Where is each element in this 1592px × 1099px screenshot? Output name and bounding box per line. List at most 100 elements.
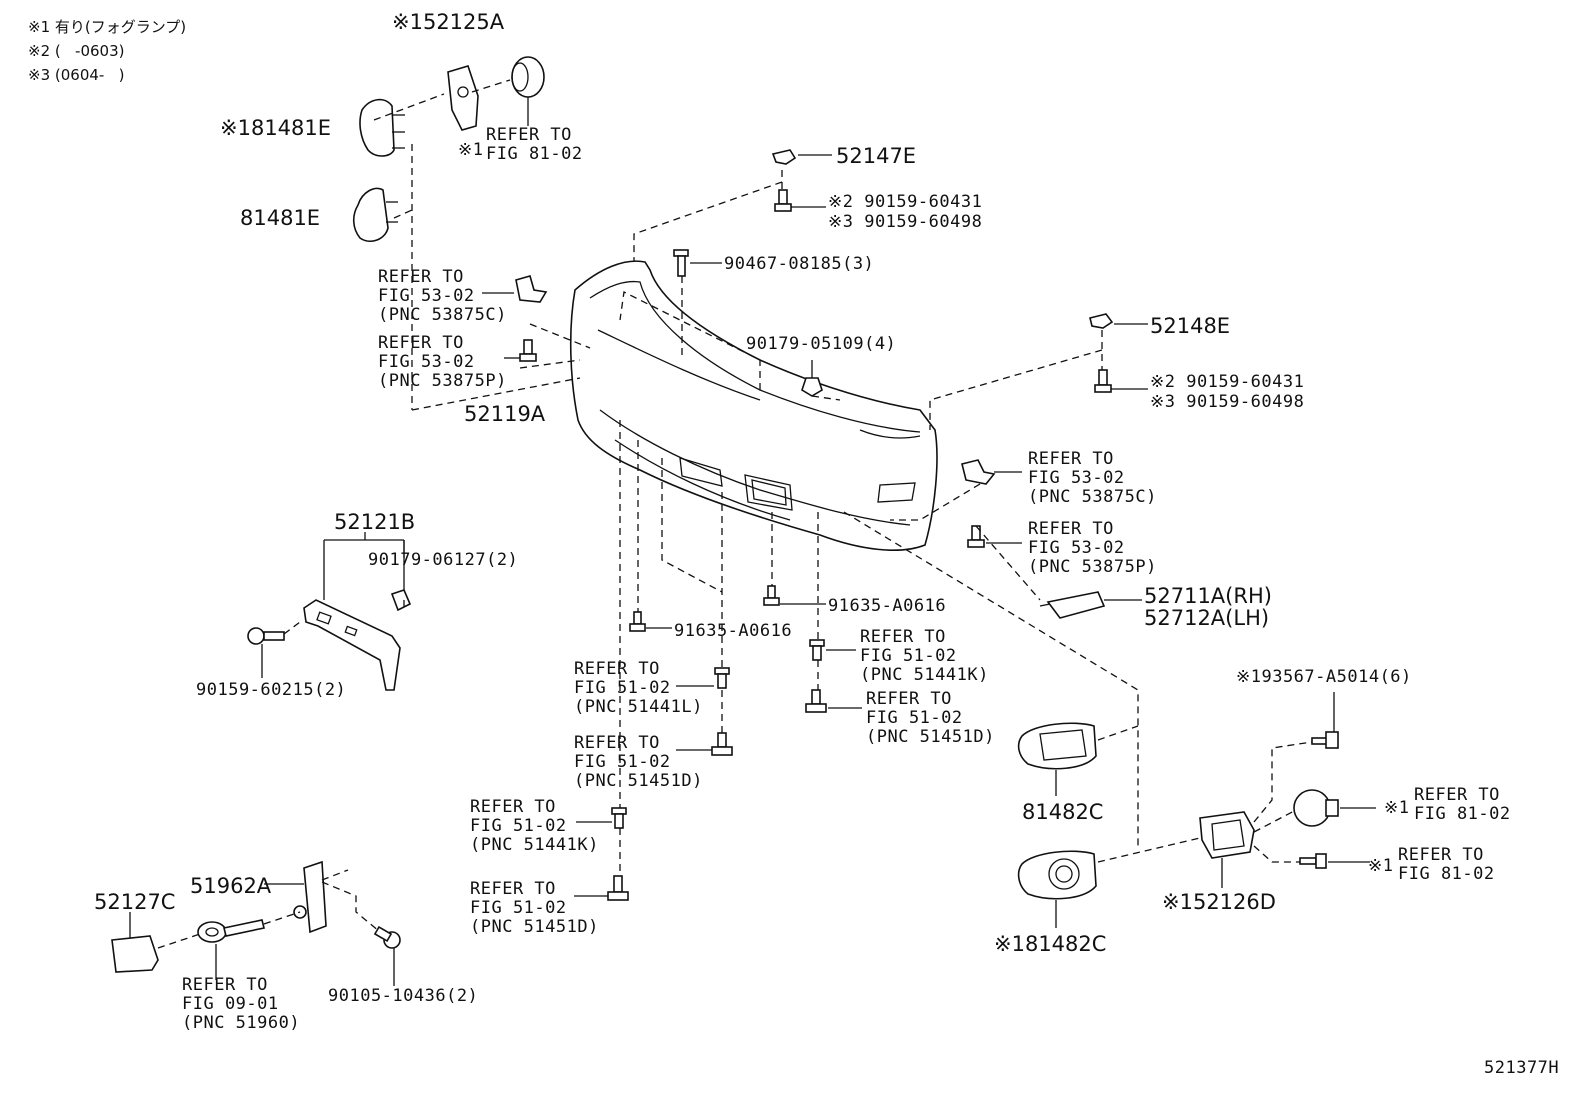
ref-line: REFER TO — [860, 627, 946, 647]
ref-51451D-left[interactable]: REFER TO FIG 51-02 (PNC 51451D) — [470, 880, 599, 937]
label-90159-60498-b: ※3 90159-60498 — [1150, 392, 1305, 412]
ref-line: REFER TO — [1028, 449, 1114, 469]
ref-line: REFER TO — [470, 879, 556, 899]
label-81481E: 81481E — [240, 206, 321, 230]
ref-line: (PNC 51451D) — [470, 917, 599, 937]
label-81482C: 81482C — [1022, 800, 1104, 824]
ref-53875C-right[interactable]: REFER TO FIG 53-02 (PNC 53875C) — [1028, 450, 1157, 507]
label-90179-06127: 90179-06127(2) — [368, 550, 519, 570]
ref-line: (PNC 51451D) — [574, 771, 703, 791]
star-mark-fog-right: ※1 — [1384, 798, 1410, 818]
label-81481E-marked: ※181481E — [220, 116, 332, 140]
label-52126D: ※152126D — [1162, 890, 1276, 914]
ref-line: (PNC 53875P) — [378, 371, 507, 391]
fog-cover-81482C-upper — [1017, 722, 1097, 796]
fog-lamp-ref-right — [1293, 789, 1376, 827]
label-52121B: 52121B — [334, 510, 416, 534]
ref-53875P-left[interactable]: REFER TO FIG 53-02 (PNC 53875P) — [378, 334, 507, 391]
ref-line: REFER TO — [182, 975, 268, 995]
screw-90467 — [673, 249, 722, 277]
ref-line: REFER TO — [866, 689, 952, 709]
ref-line: REFER TO — [470, 797, 556, 817]
cap-52127C — [111, 912, 159, 973]
bumper-cover-52119A — [569, 260, 938, 551]
ref-line: (PNC 51441K) — [470, 835, 599, 855]
star-mark-fog-top: ※1 — [458, 140, 484, 160]
screw-93567 — [1311, 692, 1339, 749]
ref-line: REFER TO — [574, 733, 660, 753]
ref-line: FIG 09-01 — [182, 994, 279, 1014]
ref-line: FIG 53-02 — [1028, 538, 1125, 558]
label-81482C-marked: ※181482C — [994, 932, 1107, 956]
ref-line: FIG 51-02 — [470, 898, 567, 918]
bolt-90159-60215 — [247, 627, 285, 678]
fog-bracket-52126D — [1199, 811, 1255, 888]
bracket-52121B — [303, 532, 412, 691]
ref-line: FIG 81-02 — [1414, 804, 1511, 824]
ref-line: FIG 51-02 — [860, 646, 957, 666]
ref-line: (PNC 51960) — [182, 1013, 301, 1033]
nut-90179-05109 — [801, 360, 823, 397]
screw-53875P-right — [967, 525, 1022, 548]
ref-line: (PNC 51441L) — [574, 697, 703, 717]
ref-51451D-right[interactable]: REFER TO FIG 51-02 (PNC 51451D) — [866, 690, 995, 747]
ref-line: FIG 53-02 — [1028, 468, 1125, 488]
label-90159-60498-a: ※3 90159-60498 — [828, 212, 983, 232]
star-mark-screw-right: ※1 — [1368, 856, 1394, 876]
grommet-51441K-left — [576, 807, 627, 829]
ref-line: FIG 81-02 — [1398, 864, 1495, 884]
ref-line: FIG 51-02 — [470, 816, 567, 836]
ref-51441K-right[interactable]: REFER TO FIG 51-02 (PNC 51441K) — [860, 628, 989, 685]
label-52125A: ※152125A — [392, 10, 505, 34]
label-52711A: 52711A(RH) — [1144, 584, 1272, 608]
label-91635-mid: 91635-A0616 — [828, 596, 947, 616]
ref-line: FIG 51-02 — [574, 752, 671, 772]
ref-line: (PNC 53875C) — [378, 305, 507, 325]
ref-51451D-mid[interactable]: REFER TO FIG 51-02 (PNC 51451D) — [574, 734, 703, 791]
fog-lamp-ref-top — [511, 56, 545, 126]
ref-line: FIG 51-02 — [866, 708, 963, 728]
label-90159-60431-b: ※2 90159-60431 — [1150, 372, 1305, 392]
ref-53875C-left[interactable]: REFER TO FIG 53-02 (PNC 53875C) — [378, 268, 507, 325]
ref-fig-09-01[interactable]: REFER TO FIG 09-01 (PNC 51960) — [182, 976, 300, 1033]
note-1: ※1 有り(フォグランプ) — [28, 18, 187, 36]
note-3: ※3 (0604- ) — [28, 66, 125, 84]
label-90467: 90467-08185(3) — [724, 254, 875, 274]
tow-eye-51960 — [197, 919, 265, 980]
figure-id: 521377H — [1484, 1058, 1560, 1078]
ref-line: REFER TO — [486, 125, 572, 145]
clip-52148E — [1089, 313, 1148, 329]
fog-bracket-52125A — [447, 65, 479, 131]
ref-line: REFER TO — [378, 333, 464, 353]
screw-91635-mid — [763, 585, 826, 606]
ref-51441L[interactable]: REFER TO FIG 51-02 (PNC 51441L) — [574, 660, 703, 717]
label-90105: 90105-10436(2) — [328, 986, 479, 1006]
ref-line: FIG 53-02 — [378, 286, 475, 306]
ref-line: (PNC 53875C) — [1028, 487, 1157, 507]
ref-line: FIG 51-02 — [574, 678, 671, 698]
note-2: ※2 ( -0603) — [28, 42, 125, 60]
label-52147E: 52147E — [836, 144, 917, 168]
bracket-51962A — [264, 860, 327, 934]
ref-fig-81-02-screw[interactable]: REFER TO FIG 81-02 — [1398, 846, 1495, 884]
retainer-53875C-right — [961, 459, 1022, 485]
ref-51441K-left[interactable]: REFER TO FIG 51-02 (PNC 51441K) — [470, 798, 599, 855]
screw-53875P-left — [504, 339, 537, 362]
ref-line: (PNC 51451D) — [866, 727, 995, 747]
label-51962A: 51962A — [190, 874, 272, 898]
assembly-lines — [157, 79, 1313, 949]
ref-line: (PNC 51441K) — [860, 665, 989, 685]
label-52119A: 52119A — [464, 402, 546, 426]
ref-line: REFER TO — [574, 659, 660, 679]
ref-line: REFER TO — [1398, 845, 1484, 865]
retainer-53875C-left — [482, 275, 548, 303]
ref-fig-81-02-top[interactable]: REFER TO FIG 81-02 — [486, 126, 583, 164]
ref-fig-81-02-fog[interactable]: REFER TO FIG 81-02 — [1414, 786, 1511, 824]
fog-cover-81481E-upper — [359, 98, 405, 157]
ref-53875P-right[interactable]: REFER TO FIG 53-02 (PNC 53875P) — [1028, 520, 1157, 577]
label-90159-60431-a: ※2 90159-60431 — [828, 192, 983, 212]
fog-cover-81481E-lower — [352, 187, 398, 242]
label-52148E: 52148E — [1150, 314, 1231, 338]
screw-51451D-left — [574, 875, 629, 901]
